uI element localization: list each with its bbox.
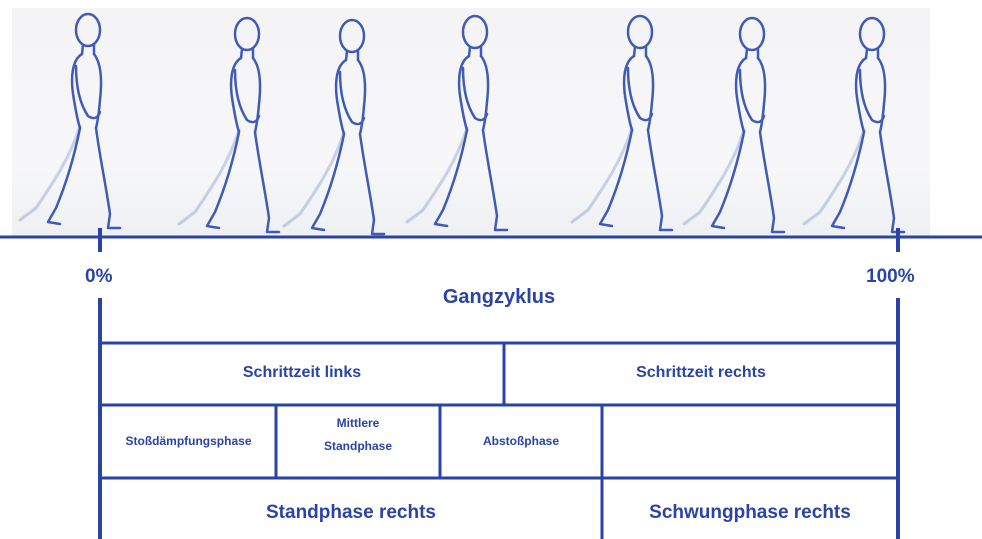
stance-phase-right: Standphase rechts (100, 502, 602, 524)
step-time-right: Schrittzeit rechts (504, 364, 898, 382)
walking-figures (20, 14, 904, 234)
phase-mid-stance: Mittlere Standphase (276, 414, 440, 456)
step-time-left: Schrittzeit links (100, 364, 504, 382)
phase-shock-absorption: Stoßdämpfungsphase (101, 432, 276, 451)
phase-push-off: Abstoßphase (440, 432, 602, 451)
walking-figure-5 (572, 16, 672, 230)
walking-figure-3 (284, 20, 384, 234)
cycle-end-label: 100% (866, 266, 915, 288)
swing-phase-right: Schwungphase rechts (602, 502, 898, 524)
walking-figure-4 (407, 16, 507, 230)
cycle-start-label: 0% (85, 266, 112, 288)
gait-diagram-lines (0, 228, 982, 539)
walking-figure-7 (804, 18, 904, 232)
walking-figure-6 (684, 18, 784, 232)
walking-figure-1 (20, 14, 120, 228)
phase-mid-stance-line2: Standphase (276, 437, 440, 456)
gait-cycle-title: Gangzyklus (100, 286, 898, 309)
walking-figure-2 (179, 18, 279, 232)
phase-mid-stance-line1: Mittlere (276, 414, 440, 433)
